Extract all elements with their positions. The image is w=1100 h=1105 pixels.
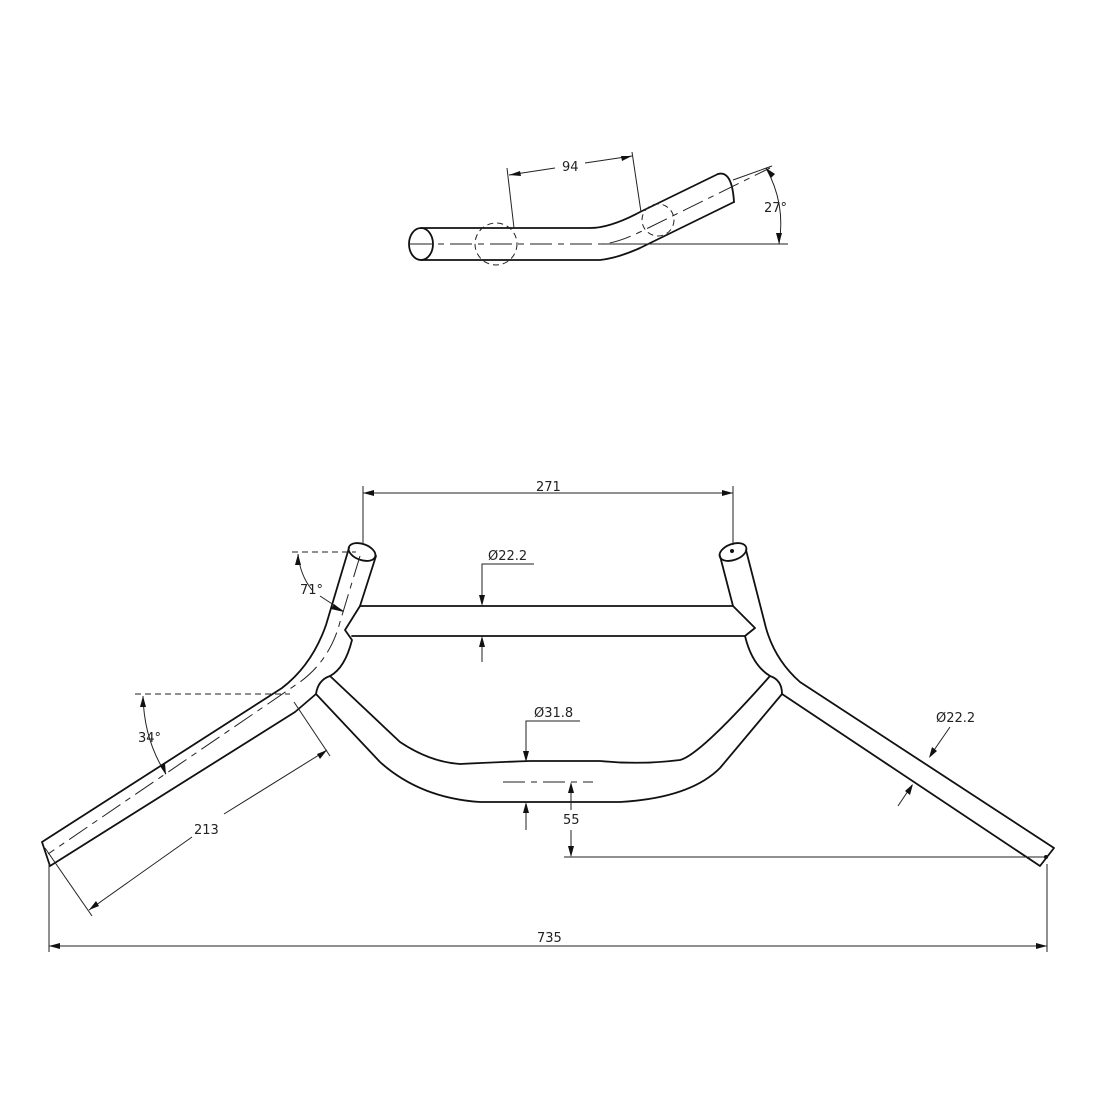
clamp-circle [474,222,518,266]
side-view: 94 27° [408,151,788,266]
side-centerline [410,167,771,245]
bend-circle [641,203,675,237]
dim-upper-angle: 71° [300,583,323,598]
center-bend-top [329,675,771,765]
side-tube-bottom [420,201,735,261]
dim-overall-width: 735 [537,931,562,946]
dim-rise-angle: 27° [764,201,787,216]
dim-sweep-angle: 34° [138,731,161,746]
dim-grip-length: 213 [194,823,219,838]
left-centerline [47,555,361,855]
dim-center-diameter: Ø31.8 [534,706,573,721]
front-view: 271 Ø22.2 71° Ø31.8 55 Ø22.2 [41,480,1055,952]
dim-bend-distance: 94 [562,160,579,175]
dim-clamp-width: 271 [536,480,561,495]
dim-crossbar-diameter: Ø22.2 [488,549,527,564]
left-riser-outline [41,547,377,867]
right-riser-outline [719,549,1055,867]
dim-grip-diameter: Ø22.2 [936,711,975,726]
side-tube-end [717,172,735,203]
left-top-ellipse [347,542,377,562]
dim-rise: 55 [563,813,580,828]
side-tube-top [420,173,719,229]
center-bend-bottom [315,693,783,803]
